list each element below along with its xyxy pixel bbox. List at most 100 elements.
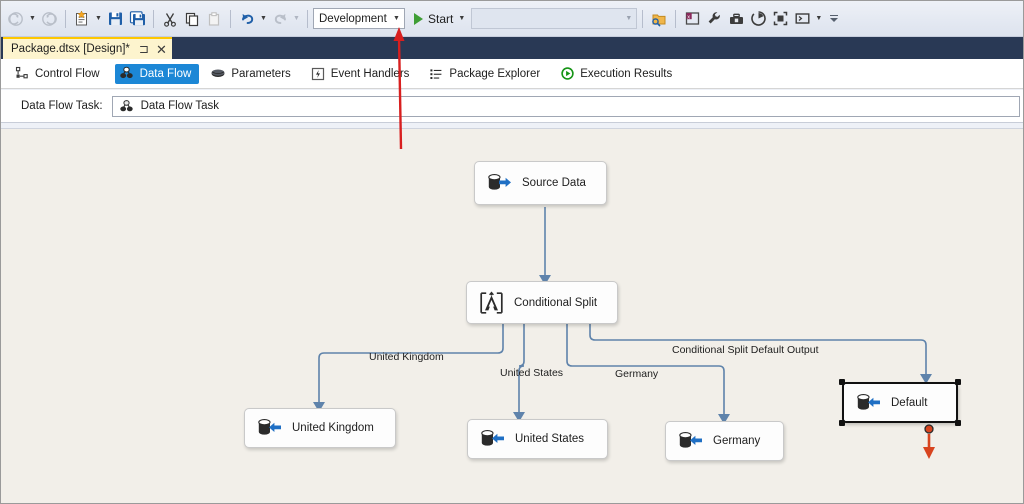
toolbar-separator <box>153 9 154 28</box>
new-project-dropdown[interactable]: ▼ <box>95 15 102 22</box>
selection-handle-top-left[interactable] <box>839 379 845 385</box>
paste-icon[interactable] <box>203 7 225 31</box>
document-tab-title: Package.dtsx [Design]* <box>11 43 130 55</box>
chevron-down-icon: ▼ <box>393 15 400 22</box>
toolbox-icon[interactable] <box>725 7 747 31</box>
tab-data-flow-label: Data Flow <box>139 67 192 80</box>
redo-icon[interactable] <box>269 7 291 31</box>
edge-label-united-kingdom: United Kingdom <box>369 351 444 363</box>
document-tab-strip: Package.dtsx [Design]* ⊐ ✕ <box>1 37 1023 59</box>
tab-event-handlers-label: Event Handlers <box>330 67 410 80</box>
toolbar-overflow-icon[interactable] <box>828 7 840 31</box>
tab-data-flow[interactable]: Data Flow <box>114 63 200 84</box>
console-window-icon[interactable] <box>791 7 813 31</box>
find-in-files-icon[interactable] <box>648 7 670 31</box>
selection-handle-bottom-left[interactable] <box>839 420 845 426</box>
control-flow-icon <box>13 66 31 82</box>
destination-database-icon <box>677 428 703 454</box>
data-flow-task-label: Data Flow Task: <box>21 100 103 112</box>
connector-arrowheads <box>313 275 932 424</box>
debug-target-combobox[interactable]: ▼ <box>471 8 638 29</box>
tab-parameters[interactable]: Parameters <box>206 64 298 84</box>
destination-database-icon <box>479 426 505 452</box>
play-icon <box>414 12 423 25</box>
package-explorer-icon <box>427 66 445 82</box>
copy-icon[interactable] <box>181 7 203 31</box>
close-icon[interactable]: ✕ <box>155 41 167 57</box>
data-flow-task-icon <box>119 99 134 114</box>
connector-split-to-us <box>518 324 525 412</box>
connector-split-to-uk <box>318 324 504 402</box>
node-conditional-split-label: Conditional Split <box>514 296 598 309</box>
start-debug-button[interactable]: Start <box>409 7 456 31</box>
cut-icon[interactable] <box>159 7 181 31</box>
node-conditional-split[interactable]: Conditional Split <box>466 281 618 324</box>
node-default-label: Default <box>891 396 928 409</box>
node-united-kingdom[interactable]: United Kingdom <box>244 408 396 448</box>
data-flow-design-canvas[interactable]: Source Data Conditional Split <box>1 128 1023 503</box>
undo-icon[interactable] <box>236 7 258 31</box>
solution-configuration-value: Development <box>319 12 387 25</box>
node-united-states[interactable]: United States <box>467 419 608 459</box>
connector-split-to-de <box>566 324 725 414</box>
node-source-data-label: Source Data <box>522 177 586 189</box>
data-flow-task-combobox[interactable]: Data Flow Task <box>111 95 1020 117</box>
tab-package-explorer-label: Package Explorer <box>449 67 541 80</box>
start-dropdown[interactable]: ▼ <box>458 15 466 22</box>
start-button-label: Start <box>428 11 454 26</box>
tab-package-explorer[interactable]: Package Explorer <box>424 64 548 84</box>
tab-control-flow[interactable]: Control Flow <box>10 64 108 84</box>
node-germany[interactable]: Germany <box>665 421 784 461</box>
navigate-back-dropdown[interactable]: ▼ <box>29 15 36 22</box>
node-united-states-label: United States <box>515 433 585 445</box>
pin-icon[interactable]: ⊐ <box>138 42 149 56</box>
navigate-forward-icon[interactable] <box>38 7 60 31</box>
node-united-kingdom-label: United Kingdom <box>292 422 374 434</box>
save-icon[interactable] <box>104 7 126 31</box>
toolbar-separator <box>642 9 644 28</box>
execution-results-icon <box>558 66 576 82</box>
edge-label-germany: Germany <box>615 368 659 380</box>
source-database-icon <box>486 170 512 196</box>
tab-execution-results[interactable]: Execution Results <box>555 64 680 84</box>
document-tab-package-dtsx[interactable]: Package.dtsx [Design]* ⊐ ✕ <box>3 37 172 59</box>
svg-text:x: x <box>687 14 690 20</box>
designer-tab-bar: Control Flow Data Flow Pa <box>1 59 1023 89</box>
connector-split-to-default <box>589 324 927 374</box>
parameters-icon <box>209 66 227 82</box>
event-handlers-icon <box>309 66 327 82</box>
data-flow-icon <box>118 66 136 82</box>
tab-parameters-label: Parameters <box>231 67 291 80</box>
edge-label-united-states: United States <box>500 367 564 379</box>
new-project-icon[interactable] <box>71 7 93 31</box>
connector-default-error-output <box>923 424 935 459</box>
tab-control-flow-label: Control Flow <box>35 67 100 80</box>
redo-dropdown[interactable]: ▼ <box>293 15 300 22</box>
tab-execution-results-label: Execution Results <box>580 67 673 80</box>
connector-layer <box>313 207 935 459</box>
toolbar-separator <box>675 9 677 28</box>
navigate-back-icon[interactable] <box>5 7 27 31</box>
undo-dropdown[interactable]: ▼ <box>260 15 267 22</box>
destination-database-icon <box>256 415 282 441</box>
data-flow-task-selector-bar: Data Flow Task: Data Flow Task <box>1 90 1023 123</box>
wrench-icon[interactable] <box>703 7 725 31</box>
save-all-icon[interactable] <box>126 7 148 31</box>
main-toolbar: ▼ ▼ <box>1 1 1023 37</box>
node-source-data[interactable]: Source Data <box>474 161 607 205</box>
progress-icon[interactable] <box>747 7 769 31</box>
selection-handle-bottom-right[interactable] <box>955 420 961 426</box>
toolbar-separator <box>65 9 66 28</box>
selection-handle-top-right[interactable] <box>955 379 961 385</box>
solution-explorer-icon[interactable]: x <box>681 7 703 31</box>
solution-configuration-combobox[interactable]: Development ▼ <box>313 8 405 29</box>
edge-label-conditional-split-default-output: Conditional Split Default Output <box>672 344 819 356</box>
conditional-split-icon <box>478 290 504 316</box>
toolbar-separator <box>230 9 231 28</box>
zoom-to-fit-icon[interactable] <box>769 7 791 31</box>
data-flow-task-value: Data Flow Task <box>140 100 220 112</box>
tab-event-handlers[interactable]: Event Handlers <box>306 64 418 84</box>
console-dropdown[interactable]: ▼ <box>815 15 823 22</box>
node-default[interactable]: Default <box>842 382 958 423</box>
